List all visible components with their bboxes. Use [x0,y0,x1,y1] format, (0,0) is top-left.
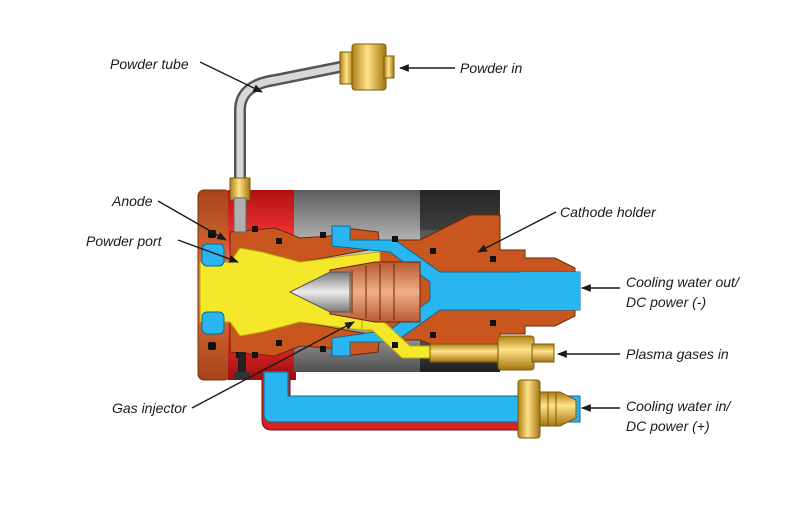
gun-body [197,189,581,431]
water-outlet-nozzle [520,272,580,310]
powder-in-fitting [339,43,395,91]
label-powder-port: Powder port [86,233,162,249]
water-inlet-channel [263,371,581,423]
label-gas-injector: Gas injector [112,400,187,416]
label-powder-tube: Powder tube [110,56,189,72]
leader-powder-tube [199,61,263,93]
label-cooling-water-in-1: Cooling water in/ [626,398,731,414]
label-anode: Anode [112,193,153,209]
powder-tube-fitting-lower [229,177,251,201]
leader-cathode-holder [477,211,557,253]
water-inlet-fitting [517,379,577,439]
leader-powder-port [177,239,239,263]
screw [238,352,246,378]
powder-tube [229,60,351,233]
plasma-gas-fitting [429,335,555,371]
leader-lines [157,61,620,412]
label-cooling-water-out-2: DC power (-) [626,294,707,310]
label-cathode-holder: Cathode holder [560,204,656,220]
cathode-tip [288,271,351,313]
leader-gas-injector [191,321,355,409]
label-cooling-water-in-2: DC power (+) [626,418,710,434]
leader-anode [157,200,227,241]
label-powder-in: Powder in [460,60,523,76]
label-cooling-water-out-1: Cooling water out/ [626,274,739,290]
label-plasma-gases-in: Plasma gases in [626,346,729,362]
